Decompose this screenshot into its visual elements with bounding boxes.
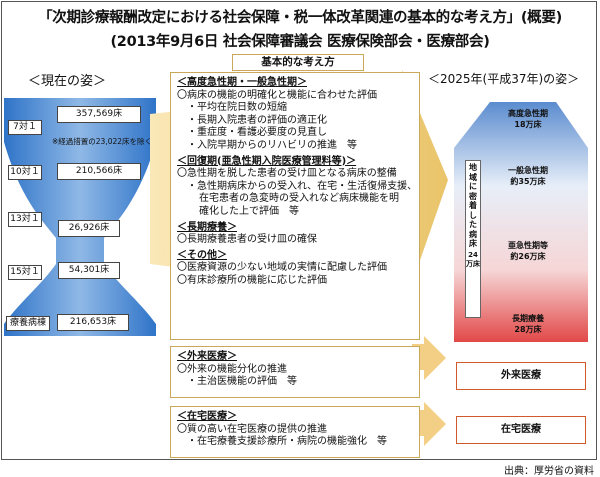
basic-panel-homecare-text: ＜在宅医療＞ 〇質の高い在宅医療の提供の推進 ・在宅療養支援診療所・病院の機能強… — [171, 407, 419, 449]
vertical-char: 域 — [469, 172, 477, 182]
basic-panel-homecare: ＜在宅医療＞ 〇質の高い在宅医療の提供の推進 ・在宅療養支援診療所・病院の機能強… — [170, 406, 420, 458]
future-homecare-box: 在宅医療 — [456, 416, 586, 444]
future-segment-beds: 約35万床 — [510, 177, 546, 186]
panel-line: 確化した上で評価 等 — [199, 205, 299, 217]
vertical-char: 密 — [469, 191, 477, 201]
future-outpatient-box: 外来医療 — [456, 362, 586, 390]
future-segment-beds: 28万床 — [514, 325, 542, 334]
future-segment-4: 長期療養 28万床 — [498, 313, 558, 335]
vertical-char: に — [469, 182, 477, 191]
title-line-1: 「次期診療報酬改定における社会保障・税一体改革関連の基本的な考え方」(概要) — [38, 10, 562, 26]
panel-line: ＜高度急性期・一般急性期＞ — [177, 77, 307, 88]
figure-frame — [1, 1, 597, 460]
basic-heading: 基本的な考え方 — [232, 54, 364, 71]
future-segment-name: 長期療養 — [512, 314, 544, 323]
panel-line: ＜在宅医療＞ — [177, 411, 237, 422]
current-row-value-2: 210,566床 — [57, 163, 141, 180]
panel-line: ・入院早期からのリハビリの推進 等 — [187, 139, 357, 151]
future-segment-2: 一般急性期 約35万床 — [498, 165, 558, 187]
community-beds-count: 24 — [468, 250, 478, 259]
current-row-label-5: 療養病棟 — [6, 316, 50, 331]
current-hourglass-shape — [4, 98, 156, 336]
panel-line: 〇急性期を脱した患者の受け皿となる病床の整備 — [177, 168, 397, 180]
panel-line: 〇医療資源の少ない地域の実情に配慮した評価 — [177, 262, 387, 274]
current-row-value-5: 216,653床 — [57, 314, 129, 331]
panel-line: ・急性期病床からの受入れ、在宅・生活復帰支援、 — [187, 180, 418, 192]
basic-panel-inpatient: ＜高度急性期・一般急性期＞ 〇病床の機能の明確化と機能に合わせた評価 ・平均在院… — [170, 72, 420, 340]
panel-line: ・主治医機能の評価 等 — [187, 376, 297, 388]
future-segment-name: 高度急性期 — [508, 109, 548, 118]
panel-line: 〇外来の機能分化の推進 — [177, 363, 287, 375]
current-row-value-1: 357,569床 — [57, 106, 141, 123]
future-segment-1: 高度急性期 18万床 — [498, 108, 558, 130]
panel-line: 〇有床診療所の機能に応じた評価 — [177, 274, 327, 286]
panel-line: ・重症度・看護必要度の見直し — [187, 127, 327, 139]
current-note: ※経過措置の23,022床を除く — [52, 137, 153, 146]
source-note: 出典：厚労省の資料 — [504, 466, 594, 477]
future-funnel-shape — [454, 102, 588, 342]
panel-line: ＜その他＞ — [177, 249, 227, 261]
title-line-2: (2013年9月6日 社会保障審議会 医療保険部会・医療部会) — [110, 34, 490, 50]
panel-line: ＜長期療養＞ — [177, 221, 237, 233]
current-row-label-4: 15対１ — [8, 265, 42, 280]
vertical-char: 地 — [469, 163, 477, 172]
panel-line: 〇病床の機能の明確化と機能に合わせた評価 — [177, 89, 377, 101]
future-segment-beds: 18万床 — [514, 120, 542, 129]
current-row-value-3: 26,926床 — [58, 220, 120, 237]
future-heading: ＜2025年(平成37年)の姿＞ — [428, 72, 580, 86]
current-row-label-3: 13対１ — [8, 212, 42, 227]
panel-line: 〇長期療養患者の受け皿の確保 — [177, 234, 317, 246]
vertical-char: 床 — [469, 239, 477, 248]
future-segment-name: 一般急性期 — [508, 166, 548, 175]
future-segment-3: 亜急性期等 約26万床 — [498, 240, 558, 262]
future-segment-name: 亜急性期等 — [508, 241, 548, 250]
panel-line: ・平均在院日数の短縮 — [187, 102, 287, 114]
vertical-char: 着 — [469, 201, 477, 210]
basic-panel-outpatient: ＜外来医療＞ 〇外来の機能分化の推進 ・主治医機能の評価 等 — [170, 346, 420, 398]
panel-line: 在宅患者の急変時の受入れなど病床機能を明 — [199, 193, 399, 205]
current-row-value-4: 54,301床 — [58, 262, 120, 279]
current-row-label-1: 7対１ — [8, 120, 42, 135]
basic-panel-inpatient-text: ＜高度急性期・一般急性期＞ 〇病床の機能の明確化と機能に合わせた評価 ・平均在院… — [171, 73, 419, 288]
vertical-char: た — [469, 220, 477, 229]
current-row-label-2: 10対１ — [8, 165, 42, 180]
vertical-char: し — [469, 210, 477, 220]
panel-line: ＜回復期(亜急性期入院医療管理料等)＞ — [177, 155, 357, 167]
panel-line: 〇質の高い在宅医療の提供の推進 — [177, 423, 327, 435]
future-segment-beds: 約26万床 — [510, 252, 546, 261]
vertical-char: 病 — [469, 229, 477, 239]
future-community-beds-label: 地 域 に 密 着 し た 病 床 24 万床 — [465, 160, 481, 318]
panel-line: ・在宅療養支援診療所・病院の機能強化 等 — [187, 436, 387, 448]
basic-panel-outpatient-text: ＜外来医療＞ 〇外来の機能分化の推進 ・主治医機能の評価 等 — [171, 347, 419, 389]
community-beds-unit: 万床 — [466, 260, 480, 268]
panel-line: ・長期入院患者の評価の適正化 — [187, 114, 327, 126]
panel-line: ＜外来医療＞ — [177, 351, 237, 362]
current-heading: ＜現在の姿＞ — [28, 74, 107, 89]
